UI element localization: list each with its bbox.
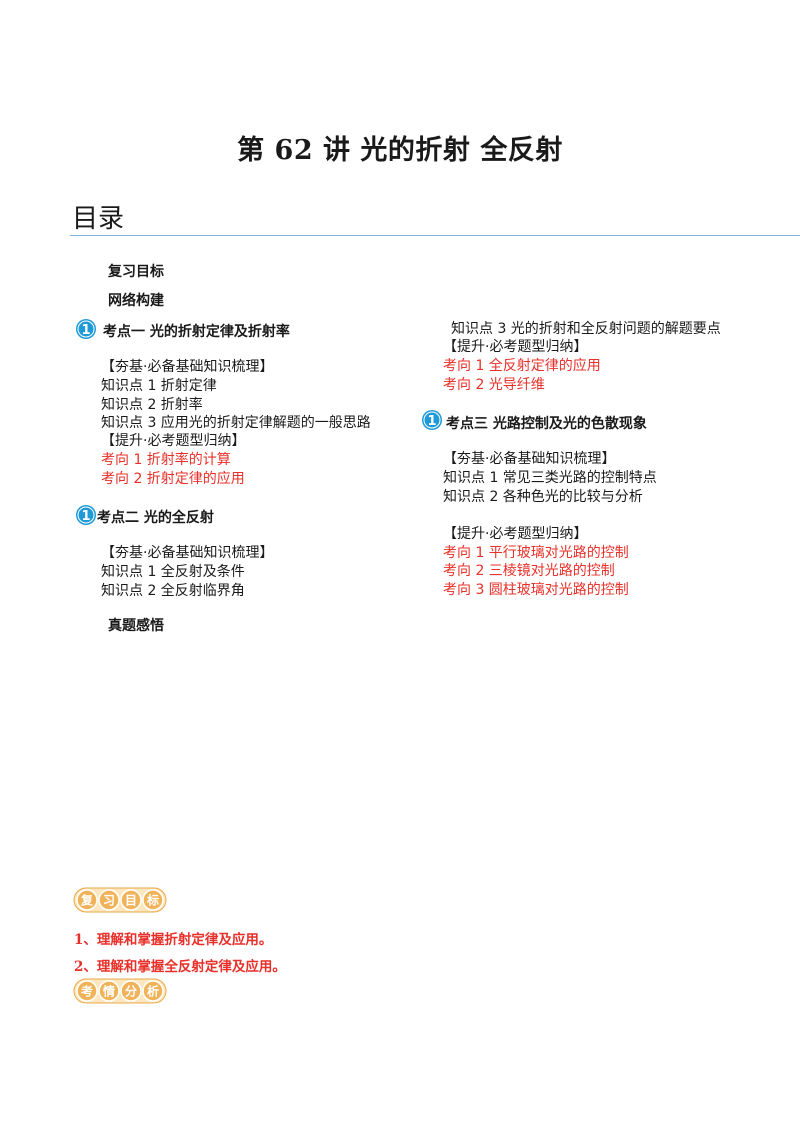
toc-point-2-direction-2[interactable]: 考向 2 光导纤维 (443, 377, 545, 393)
toc-point-3-direction-1[interactable]: 考向 1 平行玻璃对光路的控制 (443, 545, 629, 561)
toc-point-2-direction-1[interactable]: 考向 1 全反射定律的应用 (443, 358, 601, 374)
toc-point-3-basics-header: 【夯基·必备基础知识梳理】 (443, 451, 616, 467)
number-one-icon: 1 (76, 505, 96, 525)
number-one-icon-label: 1 (81, 509, 90, 524)
toc-point-3-item-1[interactable]: 知识点 1 常见三类光路的控制特点 (443, 470, 657, 486)
toc-point-2-upgrade-header: 【提升·必考题型归纳】 (443, 339, 588, 355)
review-goal-1: 1、理解和掌握折射定律及应用。 (74, 932, 273, 948)
page-title: 第 62 讲 光的折射 全反射 (237, 135, 563, 166)
toc-heading: 目录 (72, 204, 125, 234)
toc-point-2-item-2[interactable]: 知识点 2 全反射临界角 (101, 583, 245, 599)
analysis-badge-char-4: 析 (147, 984, 159, 999)
toc-point-3-link[interactable]: 考点三 光路控制及光的色散现象 (446, 416, 647, 432)
toc-point-2-item-3[interactable]: 知识点 3 光的折射和全反射问题的解题要点 (451, 321, 721, 337)
review-badge-char-2: 习 (103, 894, 115, 908)
toc-review-goals-link[interactable]: 复习目标 (108, 264, 164, 280)
toc-point-3-direction-2[interactable]: 考向 2 三棱镜对光路的控制 (443, 563, 615, 579)
review-goal-2: 2、理解和掌握全反射定律及应用。 (74, 959, 286, 975)
toc-real-questions-link[interactable]: 真题感悟 (108, 618, 164, 634)
analysis-badge-char-2: 情 (103, 984, 115, 999)
review-badge-char-3: 目 (125, 894, 137, 908)
toc-point-3-item-2[interactable]: 知识点 2 各种色光的比较与分析 (443, 489, 643, 505)
toc-point-3-direction-3[interactable]: 考向 3 圆柱玻璃对光路的控制 (443, 582, 629, 598)
toc-point-2-link[interactable]: 考点二 光的全反射 (97, 510, 214, 526)
number-one-icon: 1 (422, 410, 442, 430)
number-one-icon-label: 1 (427, 414, 436, 429)
toc-divider (70, 235, 800, 236)
toc-point-1-item-2[interactable]: 知识点 2 折射率 (101, 397, 203, 413)
analysis-badge-char-3: 分 (125, 984, 137, 999)
review-goals-badge: 复 习 目 标 (73, 887, 167, 913)
toc-network-link[interactable]: 网络构建 (108, 293, 164, 309)
review-badge-char-4: 标 (146, 893, 159, 908)
toc-point-1-direction-1[interactable]: 考向 1 折射率的计算 (101, 452, 231, 468)
analysis-badge-char-1: 考 (81, 984, 93, 999)
toc-point-1-item-1[interactable]: 知识点 1 折射定律 (101, 378, 217, 394)
number-one-icon: 1 (76, 319, 96, 339)
toc-point-1-direction-2[interactable]: 考向 2 折射定律的应用 (101, 471, 245, 487)
toc-point-1-link[interactable]: 考点一 光的折射定律及折射率 (103, 324, 290, 340)
toc-point-2-item-1[interactable]: 知识点 1 全反射及条件 (101, 564, 245, 580)
toc-point-1-item-3[interactable]: 知识点 3 应用光的折射定律解题的一般思路 (101, 415, 371, 431)
toc-point-3-upgrade-header: 【提升·必考题型归纳】 (443, 526, 588, 542)
review-badge-char-1: 复 (80, 893, 94, 908)
exam-analysis-badge: 考 情 分 析 (73, 978, 167, 1004)
toc-point-1-upgrade-header: 【提升·必考题型归纳】 (101, 433, 246, 449)
number-one-icon-label: 1 (81, 323, 90, 338)
toc-point-2-basics-header: 【夯基·必备基础知识梳理】 (101, 545, 274, 561)
toc-point-1-basics-header: 【夯基·必备基础知识梳理】 (101, 359, 274, 375)
